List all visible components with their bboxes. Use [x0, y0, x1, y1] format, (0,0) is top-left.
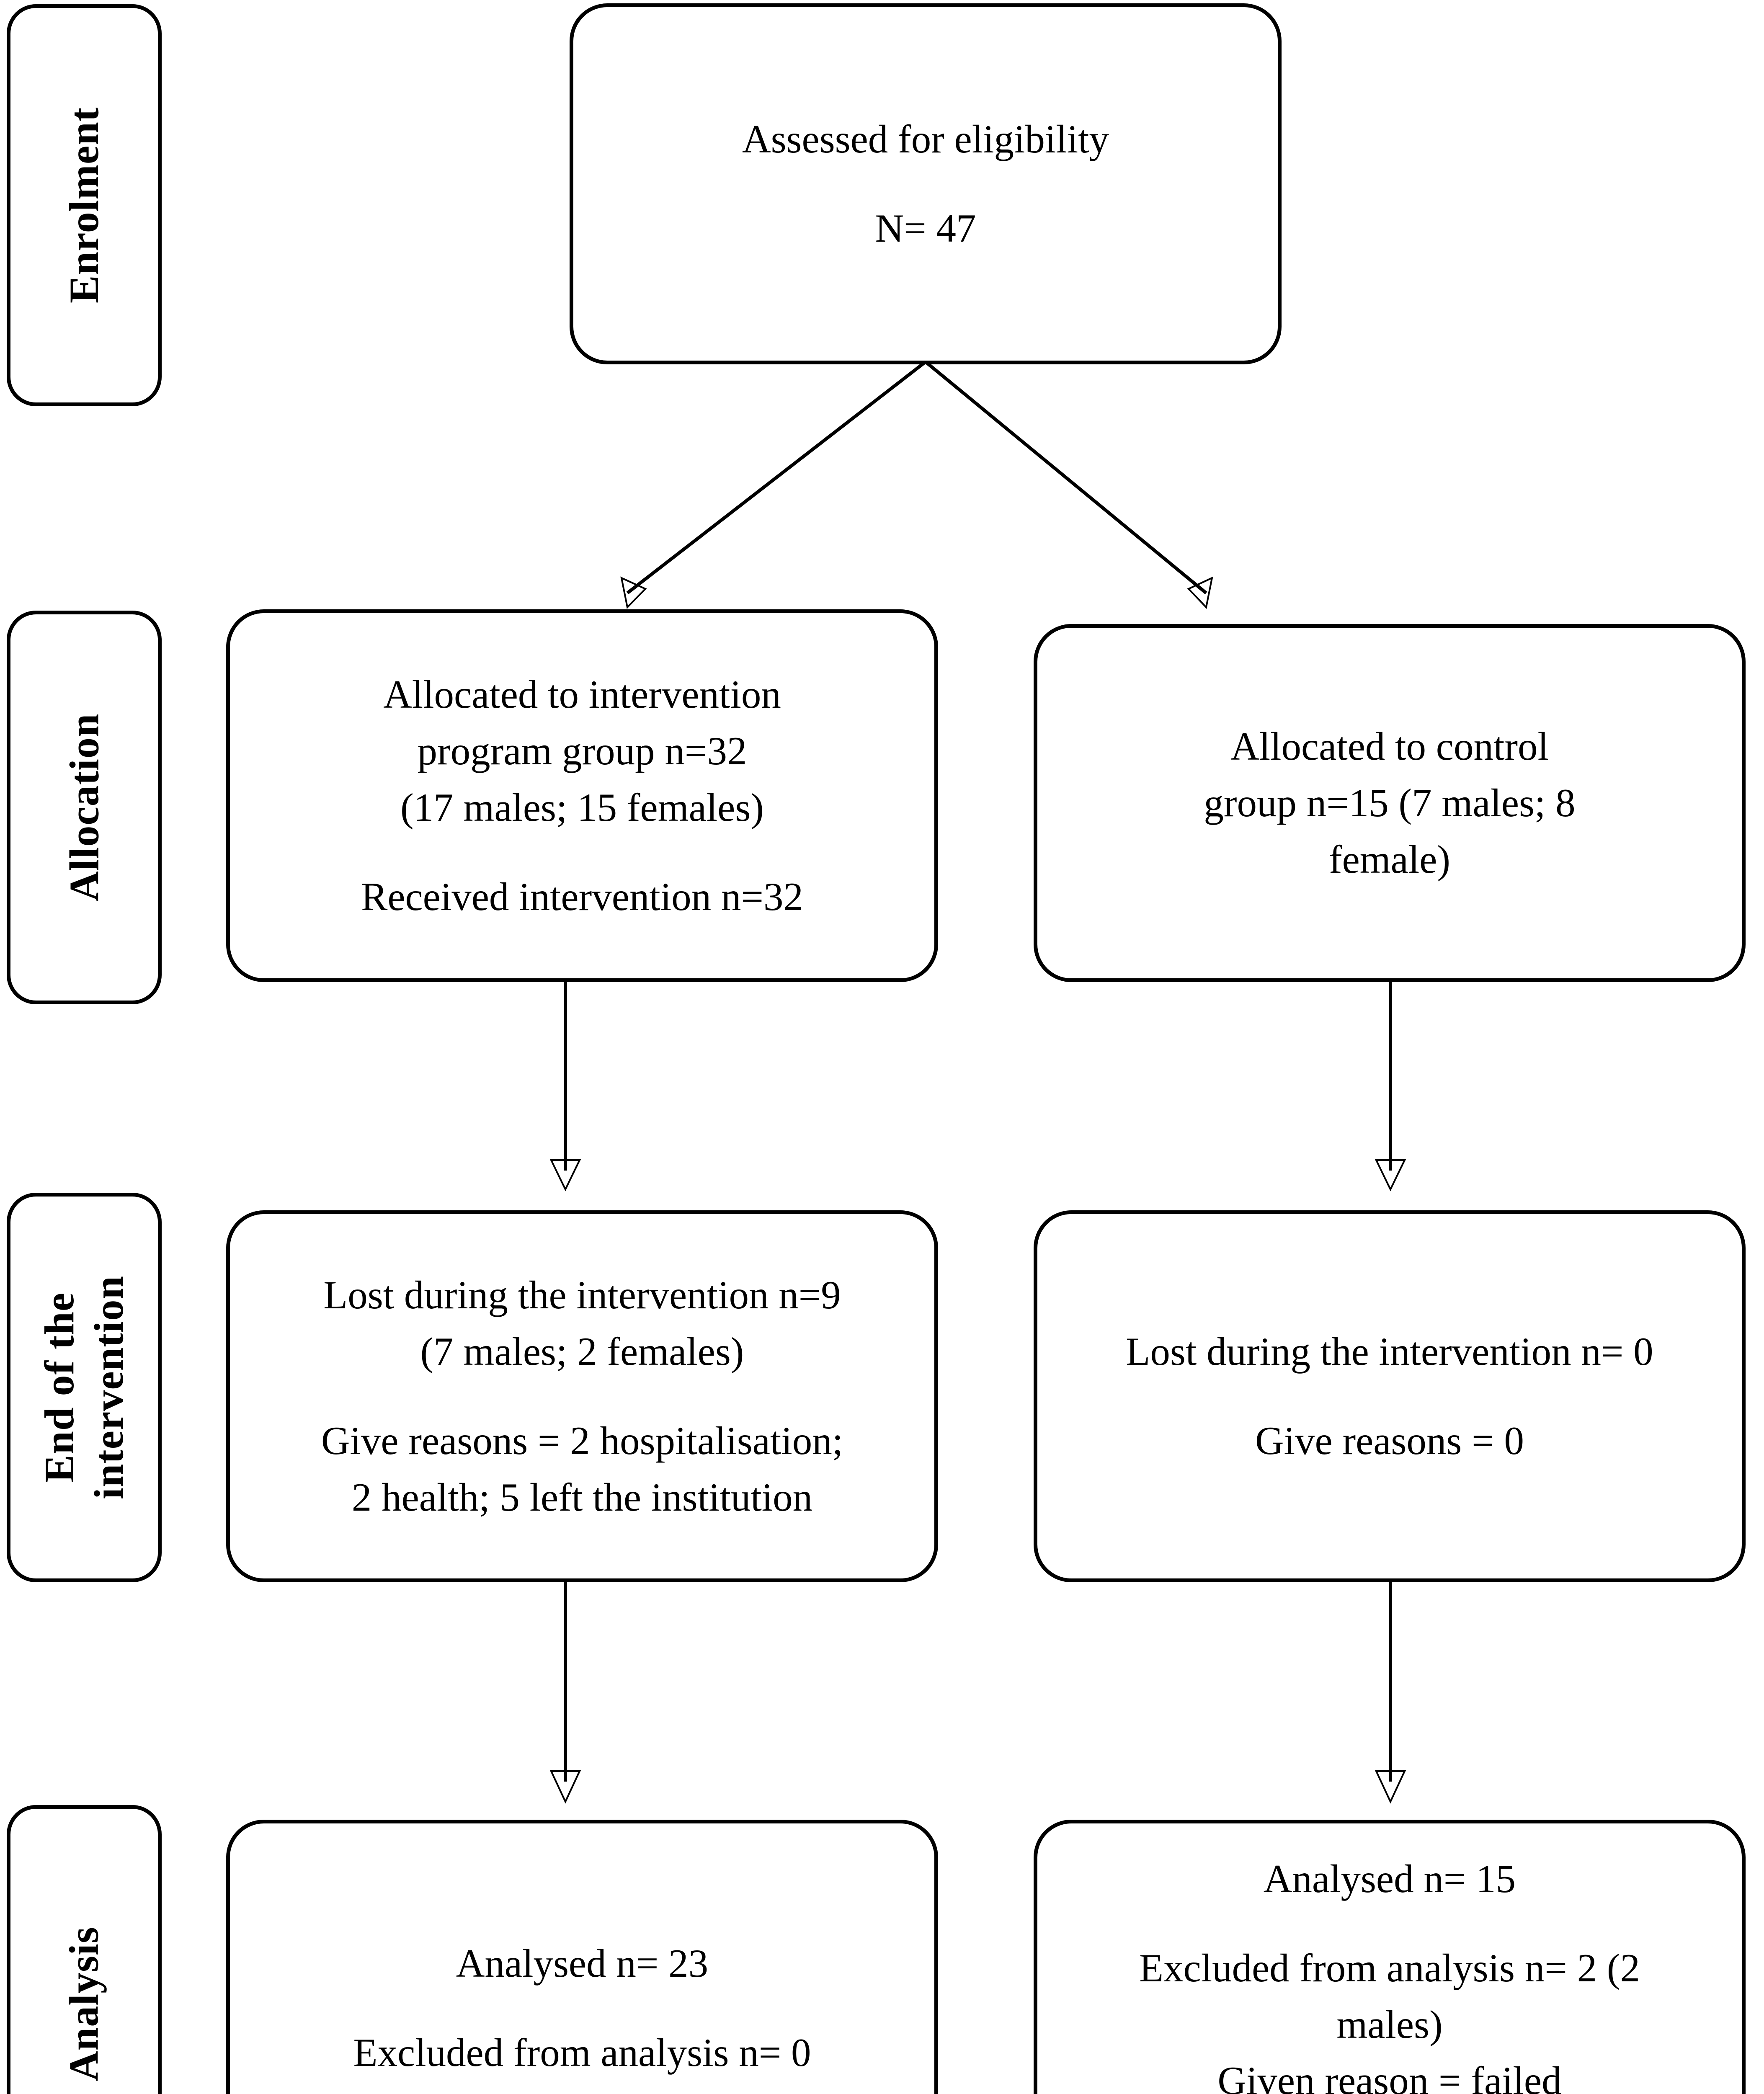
- assessed-for-eligibility-text: Assessed for eligibility: [742, 117, 1109, 162]
- spacer: [259, 836, 905, 869]
- allocated-intervention-line-3: (17 males; 15 females): [400, 785, 764, 830]
- allocated-control-line-3: female): [1328, 837, 1451, 882]
- arrowhead-down-right-2: [1375, 1770, 1406, 1804]
- connector-allocation-to-end-right: [1375, 980, 1406, 1191]
- spacer: [259, 1992, 905, 2024]
- node-allocated-intervention: Allocated to intervention program group …: [226, 609, 938, 982]
- node-lost-control: Lost during the intervention n= 0 Give r…: [1034, 1210, 1746, 1582]
- assessed-for-eligibility-count: N= 47: [875, 206, 976, 250]
- stage-label-allocation: Allocation: [61, 713, 107, 902]
- lost-intervention-line-4: 2 health; 5 left the institution: [351, 1475, 813, 1519]
- analysed-control-line-2: Excluded from analysis n= 2 (2: [1139, 1945, 1640, 1990]
- lost-control-line-1: Lost during the intervention n= 0: [1126, 1329, 1653, 1374]
- spacer: [1067, 1907, 1712, 1940]
- connector-end-to-analysis-left: [549, 1581, 581, 1804]
- analysed-control-line-4: Given reason = failed: [1217, 2058, 1562, 2094]
- connector-allocation-to-end-left: [549, 980, 581, 1191]
- lost-intervention-line-2: (7 males; 2 females): [420, 1329, 744, 1374]
- stage-rail-analysis: Analysis: [7, 1805, 162, 2094]
- analysed-control-line-1: Analysed n= 15: [1263, 1856, 1516, 1901]
- connector-end-to-analysis-right: [1375, 1581, 1406, 1804]
- lost-intervention-line-3: Give reasons = 2 hospitalisation;: [321, 1418, 843, 1463]
- lost-control-line-2: Give reasons = 0: [1255, 1418, 1524, 1463]
- allocated-intervention-line-1: Allocated to intervention: [383, 672, 781, 717]
- stage-rail-allocation: Allocation: [7, 611, 162, 1004]
- allocated-intervention-line-2: program group n=32: [417, 729, 747, 774]
- allocated-control-line-2: group n=15 (7 males; 8: [1204, 781, 1576, 825]
- arrowhead-down-right: [1375, 1159, 1406, 1191]
- allocated-intervention-line-4: Received intervention n=32: [361, 874, 804, 919]
- analysed-intervention-line-2: Excluded from analysis n= 0: [353, 2030, 811, 2075]
- spacer: [1067, 1380, 1712, 1413]
- spacer: [603, 168, 1248, 200]
- stage-rail-end-of-intervention: End of the intervention: [7, 1193, 162, 1582]
- stage-label-enrolment: Enrolment: [61, 107, 107, 304]
- node-lost-intervention: Lost during the intervention n=9 (7 male…: [226, 1210, 938, 1582]
- stage-label-analysis: Analysis: [61, 1926, 108, 2081]
- arrowhead-left: [620, 576, 647, 609]
- spacer: [259, 1380, 905, 1413]
- connector-line-right: [924, 360, 1207, 595]
- stage-label-end-of-intervention: End of the intervention: [36, 1275, 132, 1500]
- arrowhead-right: [1187, 576, 1213, 609]
- lost-intervention-line-1: Lost during the intervention n=9: [323, 1273, 841, 1318]
- stage-rail-enrolment: Enrolment: [7, 4, 162, 406]
- connector-line-left: [626, 360, 927, 595]
- connector-enrolment-split: [620, 360, 1213, 609]
- arrowhead-down-left: [549, 1159, 581, 1191]
- analysed-intervention-line-1: Analysed n= 23: [456, 1941, 709, 1986]
- node-analysed-control: Analysed n= 15 Excluded from analysis n=…: [1034, 1820, 1746, 2094]
- arrowhead-down-left-2: [549, 1770, 581, 1804]
- analysed-control-line-3: males): [1336, 2002, 1443, 2047]
- node-analysed-intervention: Analysed n= 23 Excluded from analysis n=…: [226, 1820, 938, 2094]
- node-allocated-control: Allocated to control group n=15 (7 males…: [1034, 624, 1746, 982]
- allocated-control-line-1: Allocated to control: [1230, 724, 1549, 769]
- node-assessed-for-eligibility: Assessed for eligibility N= 47: [570, 3, 1282, 364]
